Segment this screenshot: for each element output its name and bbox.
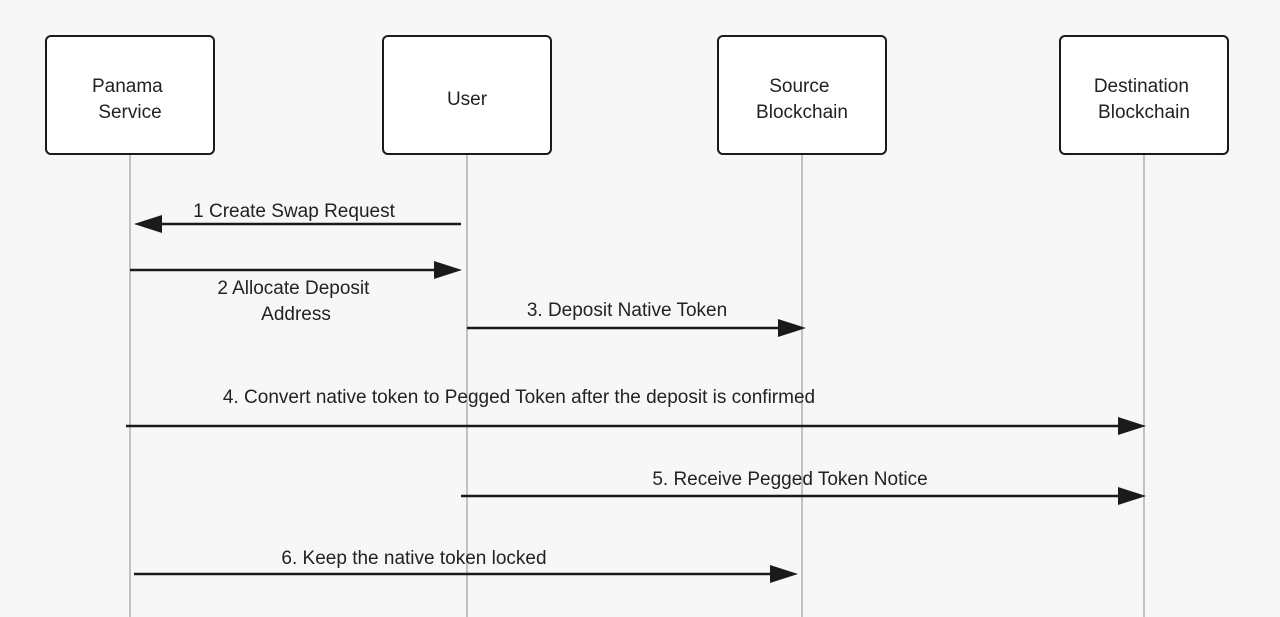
arrowhead-right-icon [778, 319, 806, 337]
actor-user: User [382, 35, 552, 155]
message-1: 1 Create Swap Request [134, 201, 461, 233]
svg-text:5. Receive Pegged Token Notice: 5. Receive Pegged Token Notice [652, 469, 927, 490]
message-3: 3. Deposit Native Token [467, 300, 806, 337]
arrowhead-right-icon [1118, 487, 1146, 505]
arrowhead-left-icon [134, 215, 162, 233]
message-4: 4. Convert native token to Pegged Token … [126, 387, 1146, 435]
actor-panama: Panama Service [45, 35, 215, 155]
svg-text:Destination Blockchain: Destination Blockchain [1094, 76, 1194, 123]
actor-destination: Destination Blockchain [1059, 35, 1229, 155]
actor-label-line: User [447, 89, 488, 110]
actor-label-line: Blockchain [1098, 102, 1190, 123]
arrowhead-right-icon [1118, 417, 1146, 435]
message-5: 5. Receive Pegged Token Notice [461, 469, 1146, 505]
arrowhead-right-icon [770, 565, 798, 583]
svg-text:User: User [447, 89, 488, 110]
svg-text:3. Deposit Native Token: 3. Deposit Native Token [527, 300, 727, 321]
arrowhead-right-icon [434, 261, 462, 279]
svg-text:2 Allocate Deposit Addre: 2 Allocate Deposit Address [217, 278, 374, 325]
actor-label-line: Destination [1094, 76, 1189, 97]
message-2: 2 Allocate Deposit Address [130, 261, 462, 325]
actor-label-line: Panama [92, 76, 163, 97]
message-label-line: 1 Create Swap Request [193, 201, 395, 222]
message-label-line: 2 Allocate Deposit [217, 278, 370, 299]
actor-source: Source Blockchain [717, 35, 887, 155]
svg-text:6. Keep the native token locke: 6. Keep the native token locked [281, 548, 546, 569]
svg-text:4. Convert native token to Peg: 4. Convert native token to Pegged Token … [223, 387, 815, 408]
actor-label-line: Source [769, 76, 829, 97]
message-label-line: 3. Deposit Native Token [527, 300, 727, 321]
svg-text:Source Blockchain: Source Blockchain [756, 76, 848, 123]
message-label-line: 4. Convert native token to Pegged Token … [223, 387, 815, 408]
message-6: 6. Keep the native token locked [134, 548, 798, 583]
message-label-line: Address [261, 304, 331, 325]
message-label-line: 6. Keep the native token locked [281, 548, 546, 569]
svg-text:Panama Service: Panama Service [92, 76, 168, 123]
actor-label-line: Blockchain [756, 102, 848, 123]
actor-label-line: Service [98, 102, 161, 123]
message-label-line: 5. Receive Pegged Token Notice [652, 469, 927, 490]
svg-text:1 Create Swap Request: 1 Create Swap Request [193, 201, 395, 222]
